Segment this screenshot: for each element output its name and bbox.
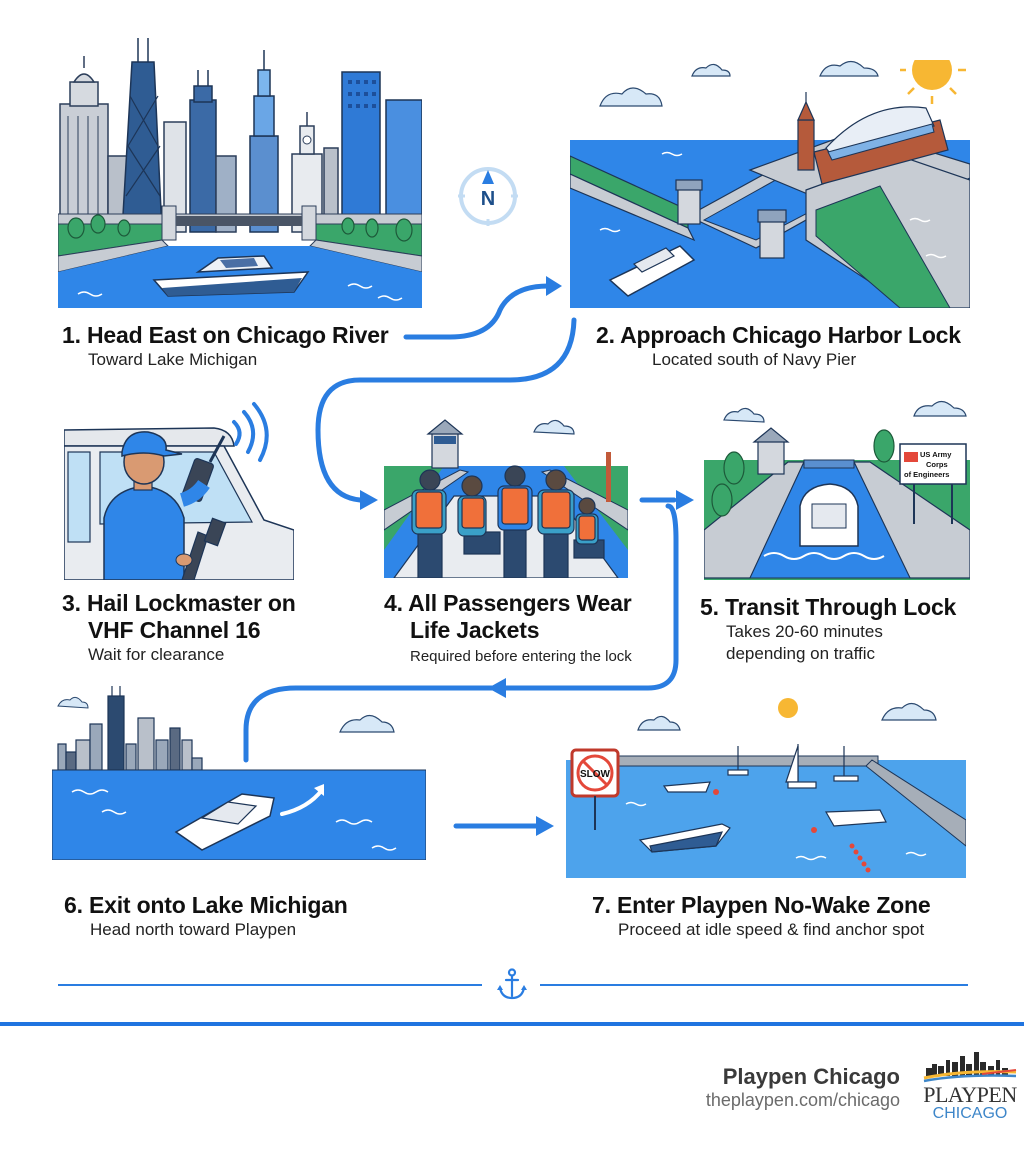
step-6-title: Exit onto Lake Michigan <box>89 892 348 918</box>
step-7-text: 7. Enter Playpen No-Wake Zone Proceed at… <box>592 892 931 941</box>
step-6-subtitle: Head north toward Playpen <box>90 920 297 939</box>
compass-n-label: N <box>481 188 495 210</box>
playpen-chicago-logo: PLAYPEN CHICAGO <box>920 1050 1020 1130</box>
harbor-lock-image <box>570 60 970 308</box>
step-5-subtitle-line1: Takes 20-60 minutes <box>726 622 883 641</box>
step-7-subtitle: Proceed at idle speed & find anchor spot <box>618 920 925 939</box>
passengers-life-jackets-image <box>384 400 628 578</box>
step-1-subtitle: Toward Lake Michigan <box>88 350 258 369</box>
divider-left <box>58 984 482 986</box>
step-1-text: 1. Head East on Chicago River Toward Lak… <box>62 322 389 371</box>
step-7-illustration: SLOW <box>566 694 966 878</box>
step-4-subtitle: Required before entering the lock <box>410 648 632 665</box>
logo-skyline-icon <box>923 1052 1017 1083</box>
radio-signal-icon <box>232 402 269 462</box>
step-6-number: 6. <box>64 892 83 918</box>
step-2-number: 2. <box>596 322 615 348</box>
heading-arrow-icon <box>280 788 324 816</box>
playpen-anchorage-image: SLOW <box>566 694 966 878</box>
step-5-subtitle-line2: depending on traffic <box>726 644 876 663</box>
usace-sign-line1: US Army <box>920 450 952 459</box>
divider-right <box>540 984 968 986</box>
brand-url-link[interactable]: theplaypen.com/chicago <box>705 1090 900 1110</box>
step-3-text: 3. Hail Lockmaster on VHF Channel 16 Wai… <box>62 590 296 666</box>
step-6-text: 6. Exit onto Lake Michigan Head north to… <box>64 892 348 941</box>
step-6-illustration <box>52 684 426 860</box>
usace-sign-line3: of Engineers <box>904 470 949 479</box>
step-4-text: 4. All Passengers Wear Life Jackets Requ… <box>384 590 632 668</box>
step-2-title: Approach Chicago Harbor Lock <box>620 322 961 348</box>
lake-michigan-image <box>52 684 426 860</box>
footer-divider <box>0 1022 1024 1026</box>
step-4-title-line2: Life Jackets <box>410 617 540 643</box>
step-3-title-line1: Hail Lockmaster on <box>87 590 296 616</box>
usace-sign-line2: Corps <box>926 460 948 469</box>
brand-name: Playpen Chicago <box>722 1064 900 1089</box>
step-3-subtitle: Wait for clearance <box>88 645 225 664</box>
step-3-number: 3. <box>62 590 81 616</box>
slow-sign-text: SLOW <box>580 769 611 780</box>
step-1-title: Head East on Chicago River <box>87 322 389 348</box>
chicago-river-skyline-image <box>58 36 422 308</box>
step-2-subtitle: Located south of Navy Pier <box>652 350 857 369</box>
step-3-illustration <box>64 400 294 580</box>
captain-radio-image <box>64 400 294 580</box>
step-2-illustration <box>570 60 970 308</box>
step-1-number: 1. <box>62 322 81 348</box>
arrow-step1-to-step2 <box>403 283 551 340</box>
lock-chamber-image: US Army Corps of Engineers <box>704 400 970 580</box>
step-5-title: Transit Through Lock <box>725 594 957 620</box>
step-7-title: Enter Playpen No-Wake Zone <box>617 892 931 918</box>
step-4-number: 4. <box>384 590 403 616</box>
step-4-illustration <box>384 400 628 578</box>
logo-wordmark-chicago: CHICAGO <box>932 1105 1008 1122</box>
step-5-number: 5. <box>700 594 719 620</box>
step-5-text: 5. Transit Through Lock Takes 20-60 minu… <box>700 594 956 665</box>
step-4-title-line1: All Passengers Wear <box>408 590 632 616</box>
step-3-title-line2: VHF Channel 16 <box>88 617 261 643</box>
step-7-number: 7. <box>592 892 611 918</box>
step-5-illustration: US Army Corps of Engineers <box>704 400 970 580</box>
step-1-illustration <box>58 36 422 308</box>
anchor-icon <box>497 968 527 1000</box>
step-2-text: 2. Approach Chicago Harbor Lock Located … <box>596 322 961 371</box>
logo-wordmark-playpen: PLAYPEN <box>923 1082 1017 1107</box>
compass-icon: N <box>452 158 524 230</box>
